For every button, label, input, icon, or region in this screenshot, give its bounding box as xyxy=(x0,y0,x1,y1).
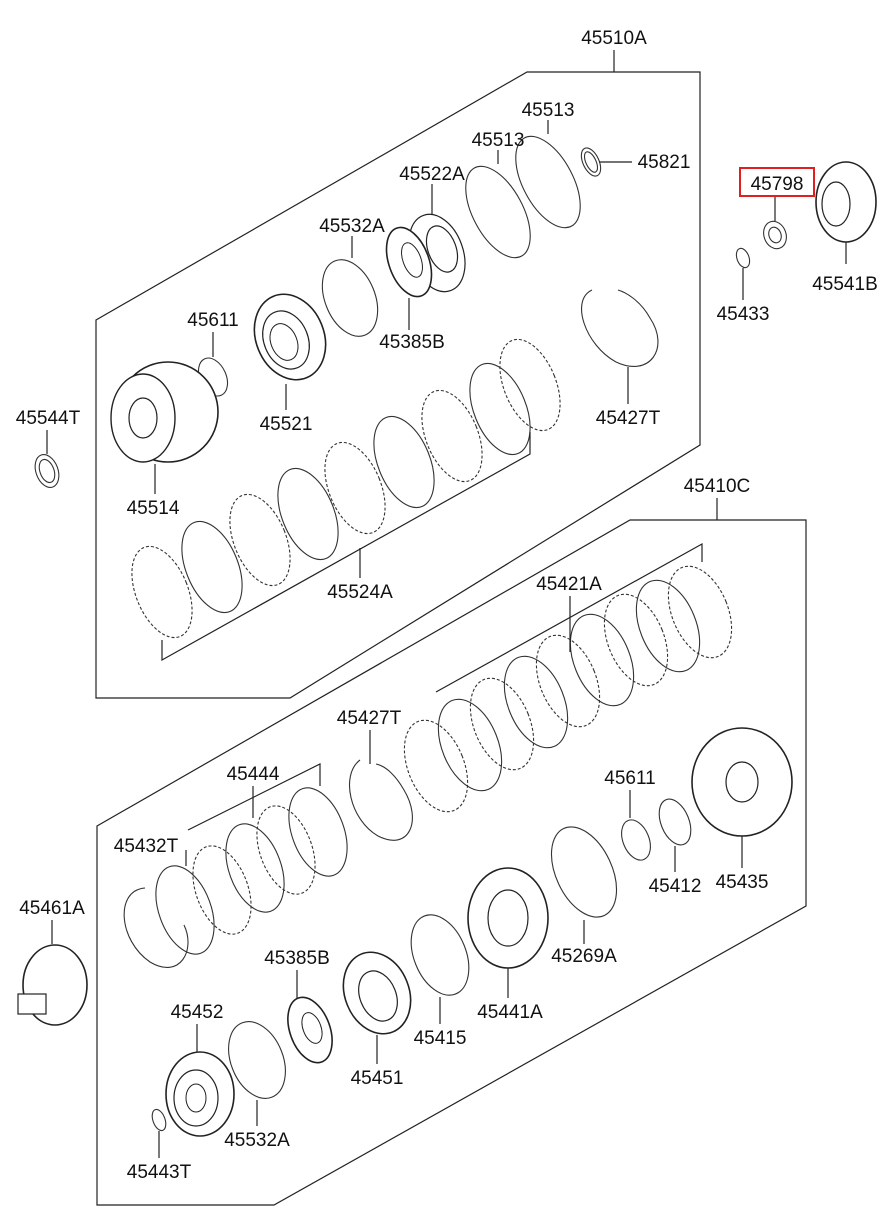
part-label[interactable]: 45510A xyxy=(581,28,647,49)
gear-45541b[interactable] xyxy=(815,161,877,243)
part-label[interactable]: 45444 xyxy=(227,764,280,785)
part-label[interactable]: 45427T xyxy=(337,708,402,729)
clutch-pack-45421a[interactable] xyxy=(392,557,744,821)
part-label[interactable]: 45432T xyxy=(114,836,179,857)
snap-ring-45427t-upper[interactable] xyxy=(581,289,659,367)
thrust-washer-45798[interactable] xyxy=(760,218,790,252)
part-label[interactable]: 45415 xyxy=(414,1028,467,1049)
part-label[interactable]: 45544T xyxy=(16,408,81,429)
leader-lines xyxy=(46,50,847,1158)
snap-ring-45433[interactable] xyxy=(734,247,752,270)
gear-45441a[interactable] xyxy=(467,867,549,969)
part-labels: 45510A 45513 45513 45821 45522A 45532A 4… xyxy=(16,28,878,1183)
part-label[interactable]: 45513 xyxy=(522,100,575,121)
part-label[interactable]: 45433 xyxy=(717,304,770,325)
part-label[interactable]: 45451 xyxy=(351,1068,404,1089)
part-label[interactable]: 45441A xyxy=(477,1002,543,1023)
drum-gear-45514[interactable] xyxy=(110,361,219,463)
part-label[interactable]: 45410C xyxy=(684,476,751,497)
part-label[interactable]: 45443T xyxy=(127,1162,192,1183)
shaft-gear-45461a[interactable] xyxy=(17,944,88,1026)
part-label[interactable]: 45427T xyxy=(596,408,661,429)
washer-45544t[interactable] xyxy=(31,451,63,490)
part-label[interactable]: 45611 xyxy=(187,310,238,331)
ring-45415[interactable] xyxy=(400,906,480,1003)
part-label[interactable]: 45513 xyxy=(472,130,525,151)
part-label[interactable]: 45385B xyxy=(379,332,445,353)
part-label[interactable]: 45522A xyxy=(399,164,465,185)
ring-45821[interactable] xyxy=(577,145,604,179)
part-label[interactable]: 45269A xyxy=(551,946,617,967)
snap-ring-45432t[interactable] xyxy=(123,887,189,969)
clutch-pack-45444[interactable] xyxy=(145,780,358,962)
snap-ring-45532a-lower[interactable] xyxy=(218,1013,296,1107)
piston-45521[interactable] xyxy=(242,283,338,390)
snap-ring-45443t[interactable] xyxy=(150,1108,169,1133)
snap-ring-45532a-upper[interactable] xyxy=(312,252,388,345)
group-outline-45510a xyxy=(95,71,701,699)
part-label[interactable]: 45524A xyxy=(327,582,393,603)
part-label[interactable]: 45611 xyxy=(604,768,655,789)
group-outline-45410c xyxy=(96,519,807,1206)
part-label[interactable]: 45421A xyxy=(536,574,602,595)
part-label[interactable]: 45532A xyxy=(319,216,385,237)
part-label[interactable]: 45541B xyxy=(812,274,878,295)
part-label[interactable]: 45798 xyxy=(751,174,804,195)
part-label[interactable]: 45821 xyxy=(638,152,691,173)
part-label[interactable]: 45532A xyxy=(224,1130,290,1151)
clutch-pack-45524a[interactable] xyxy=(120,331,572,646)
one-way-clutch-45385b-lower[interactable] xyxy=(280,991,341,1069)
ring-45412[interactable] xyxy=(653,795,697,850)
snap-ring-45513-b[interactable] xyxy=(502,126,593,238)
snap-ring-45427t-mid[interactable] xyxy=(348,759,413,841)
carrier-45452[interactable] xyxy=(165,1051,235,1137)
ring-45611-mid[interactable] xyxy=(616,816,656,865)
ring-45269a[interactable] xyxy=(538,817,629,928)
part-label[interactable]: 45514 xyxy=(127,498,180,519)
drum-45435[interactable] xyxy=(691,727,793,837)
piston-45451[interactable] xyxy=(332,942,423,1044)
part-label[interactable]: 45461A xyxy=(19,898,85,919)
part-label[interactable]: 45452 xyxy=(171,1002,224,1023)
part-label[interactable]: 45385B xyxy=(264,948,330,969)
one-way-clutch-45385b-upper[interactable] xyxy=(378,221,440,302)
snap-ring-45513-a[interactable] xyxy=(452,156,543,268)
part-label[interactable]: 45521 xyxy=(260,414,313,435)
part-label[interactable]: 45435 xyxy=(716,872,769,893)
part-label[interactable]: 45412 xyxy=(649,876,702,897)
highlight-box-45798 xyxy=(739,167,815,197)
